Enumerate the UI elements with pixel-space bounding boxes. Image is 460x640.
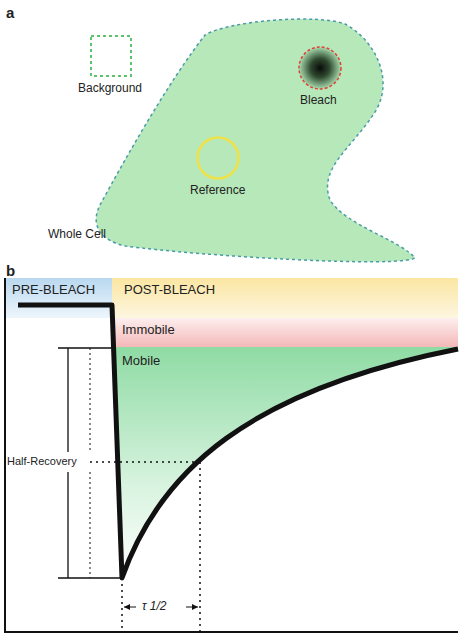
background-region: Background: [90, 35, 132, 77]
half-recovery-label: Half-Recovery: [6, 455, 78, 468]
panel-letter: a: [6, 4, 14, 21]
immobile-band: [112, 318, 458, 347]
whole-cell: Whole Cell BleachReference: [40, 12, 425, 270]
region-label: Background: [78, 82, 142, 96]
reference-region: Reference: [196, 136, 240, 180]
region-label: Bleach: [300, 94, 337, 108]
bleach-spot-outline: [298, 46, 342, 90]
background-region-outline: [90, 35, 132, 77]
region-label: Whole Cell: [48, 228, 106, 242]
bleach-spot: Bleach: [298, 46, 342, 90]
panel-letter: b: [6, 262, 15, 279]
bracket-dotted: [90, 348, 91, 578]
pre-bleach-band: PRE-BLEACH: [5, 278, 112, 318]
post-bleach-band: [112, 278, 458, 318]
tau-label: τ 1/2: [142, 600, 167, 614]
post-bleach-band: POST-BLEACH: [112, 278, 458, 318]
recovery-curve: [18, 305, 458, 578]
region-label: Reference: [190, 184, 245, 198]
pre-bleach-band: [5, 278, 112, 318]
mobile-label: Mobile: [122, 354, 160, 369]
region-label: PRE-BLEACH: [12, 283, 95, 298]
immobile-band: Immobile: [112, 318, 458, 347]
region-label: Immobile: [122, 323, 175, 338]
region-label: POST-BLEACH: [124, 283, 215, 298]
plot-axes: [5, 278, 458, 632]
guide-lines: [90, 462, 200, 632]
reference-region-outline: [196, 136, 240, 180]
